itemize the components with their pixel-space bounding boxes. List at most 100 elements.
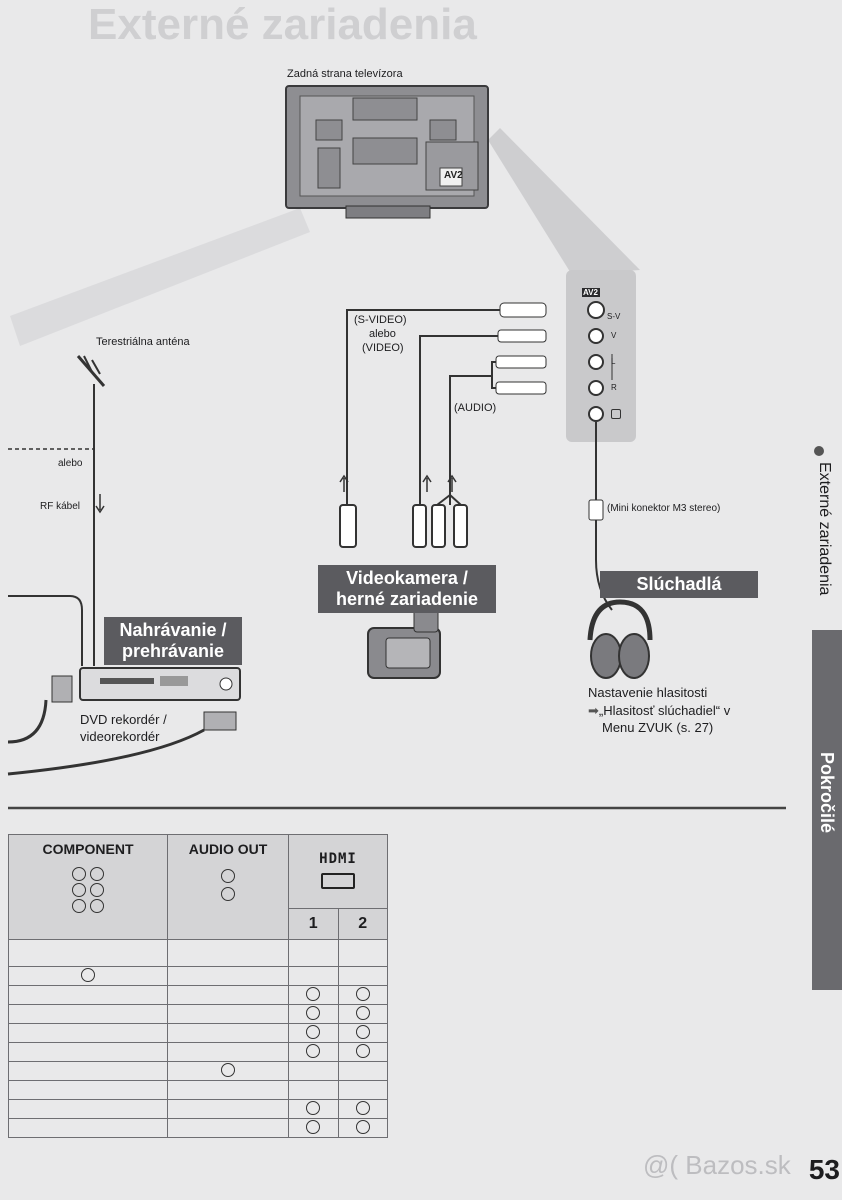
table-row [8, 1004, 388, 1024]
table-cell [337, 1023, 388, 1043]
mini-connector-label: (Mini konektor M3 stereo) [607, 503, 721, 514]
table-cell [8, 1118, 168, 1138]
col-hdmi: HDMI [288, 834, 388, 909]
table-cell [167, 1061, 289, 1081]
table-row [8, 1042, 388, 1062]
table-cell [8, 939, 168, 967]
table-row [8, 1080, 388, 1100]
side-tab-external: Externé zariadenia [816, 462, 833, 596]
arrow-icon: ➡ [588, 703, 599, 718]
table-cell [337, 1042, 388, 1062]
hdmi-col-1: 1 [288, 907, 339, 941]
supported-mark-icon [306, 1100, 321, 1115]
table-cell [8, 1099, 168, 1119]
table-cell [288, 985, 339, 1005]
table-row [8, 939, 388, 967]
audio-jacks-icon [168, 869, 288, 905]
page-number: 53 [808, 1154, 840, 1185]
camera-alebo: alebo [369, 328, 396, 340]
table-cell [288, 939, 339, 967]
table-cell [337, 939, 388, 967]
antenna-label: Terestriálna anténa [96, 336, 190, 348]
supported-mark-icon [355, 1119, 370, 1134]
hdmi-col-2: 2 [337, 907, 388, 941]
video-label: (VIDEO) [362, 342, 404, 354]
supported-mark-icon [306, 1024, 321, 1039]
supported-mark-icon [306, 1005, 321, 1020]
supported-mark-icon [306, 1119, 321, 1134]
supported-mark-icon [221, 1062, 235, 1077]
bullet-icon [814, 446, 824, 456]
headphone-note-1: Nastavenie hlasitosti [588, 685, 708, 700]
supported-mark-icon [306, 1043, 321, 1058]
table-cell [337, 1099, 388, 1119]
table-cell [167, 985, 289, 1005]
table-cell [8, 1023, 168, 1043]
port-v: V [611, 331, 617, 340]
dvd-caption-2: videorekordér [80, 729, 160, 744]
hdmi-port-icon [321, 873, 355, 889]
table-cell [167, 1118, 289, 1138]
connector-table: COMPONENT AUDIO OUT HDMI 1 2 [8, 834, 388, 1138]
supported-mark-icon [355, 986, 370, 1001]
table-cell [288, 1118, 339, 1138]
av2-badge: AV2 [583, 288, 598, 297]
camera-section-title: Videokamera /herné zariadenie [318, 565, 496, 613]
table-cell [288, 1023, 339, 1043]
port-l: L [611, 357, 616, 366]
svideo-label: (S-VIDEO) [354, 314, 407, 326]
rf-cable-label: RF kábel [40, 501, 81, 512]
table-cell [167, 1042, 289, 1062]
supported-mark-icon [355, 1100, 370, 1115]
table-row [8, 1099, 388, 1119]
table-cell [288, 1042, 339, 1062]
table-cell [337, 1118, 388, 1138]
table-row [8, 1023, 388, 1043]
table-cell [167, 1080, 289, 1100]
headphone-note-3: Menu ZVUK (s. 27) [602, 720, 714, 735]
page-heading: Externé zariadenia [88, 0, 477, 49]
col-component: COMPONENT [8, 834, 168, 940]
table-row [8, 966, 388, 986]
table-cell [8, 1080, 168, 1100]
table-cell [337, 966, 388, 986]
table-row [8, 985, 388, 1005]
headphone-port-icon [611, 409, 621, 419]
table-cell [288, 1004, 339, 1024]
table-cell [288, 1099, 339, 1119]
port-sv: S-V [607, 312, 621, 321]
table-cell [8, 1061, 168, 1081]
table-cell [288, 1080, 339, 1100]
side-tab-advanced: Pokročilé [812, 630, 842, 990]
table-cell [337, 1004, 388, 1024]
watermark: @( Bazos.sk [643, 1150, 791, 1180]
supported-mark-icon [306, 986, 321, 1001]
table-cell [8, 1042, 168, 1062]
supported-mark-icon [355, 1024, 370, 1039]
table-cell [167, 939, 289, 967]
table-cell [167, 1004, 289, 1024]
supported-mark-icon [81, 967, 95, 982]
audio-label: (AUDIO) [454, 402, 497, 414]
dvd-caption-1: DVD rekordér / [80, 712, 167, 727]
port-r: R [611, 383, 617, 392]
table-cell [337, 985, 388, 1005]
supported-mark-icon [355, 1005, 370, 1020]
recording-section-title: Nahrávanie /prehrávanie [104, 617, 242, 665]
table-cell [8, 985, 168, 1005]
tv-display: AV2 [444, 170, 463, 181]
connection-diagram [7, 85, 786, 810]
headphones-section-title: Slúchadlá [600, 571, 758, 598]
headphone-note-2: ➡„Hlasitosť slúchadiel“ v [588, 703, 731, 718]
table-cell [167, 966, 289, 986]
tv-caption: Zadná strana televízora [287, 68, 403, 80]
table-row [8, 1118, 388, 1138]
supported-mark-icon [355, 1043, 370, 1058]
col-audio-out: AUDIO OUT [167, 834, 289, 940]
table-cell [8, 966, 168, 986]
table-cell [337, 1080, 388, 1100]
component-jacks-icon [9, 867, 167, 915]
antenna-alebo: alebo [58, 458, 83, 469]
table-cell [167, 1099, 289, 1119]
table-cell [167, 1023, 289, 1043]
